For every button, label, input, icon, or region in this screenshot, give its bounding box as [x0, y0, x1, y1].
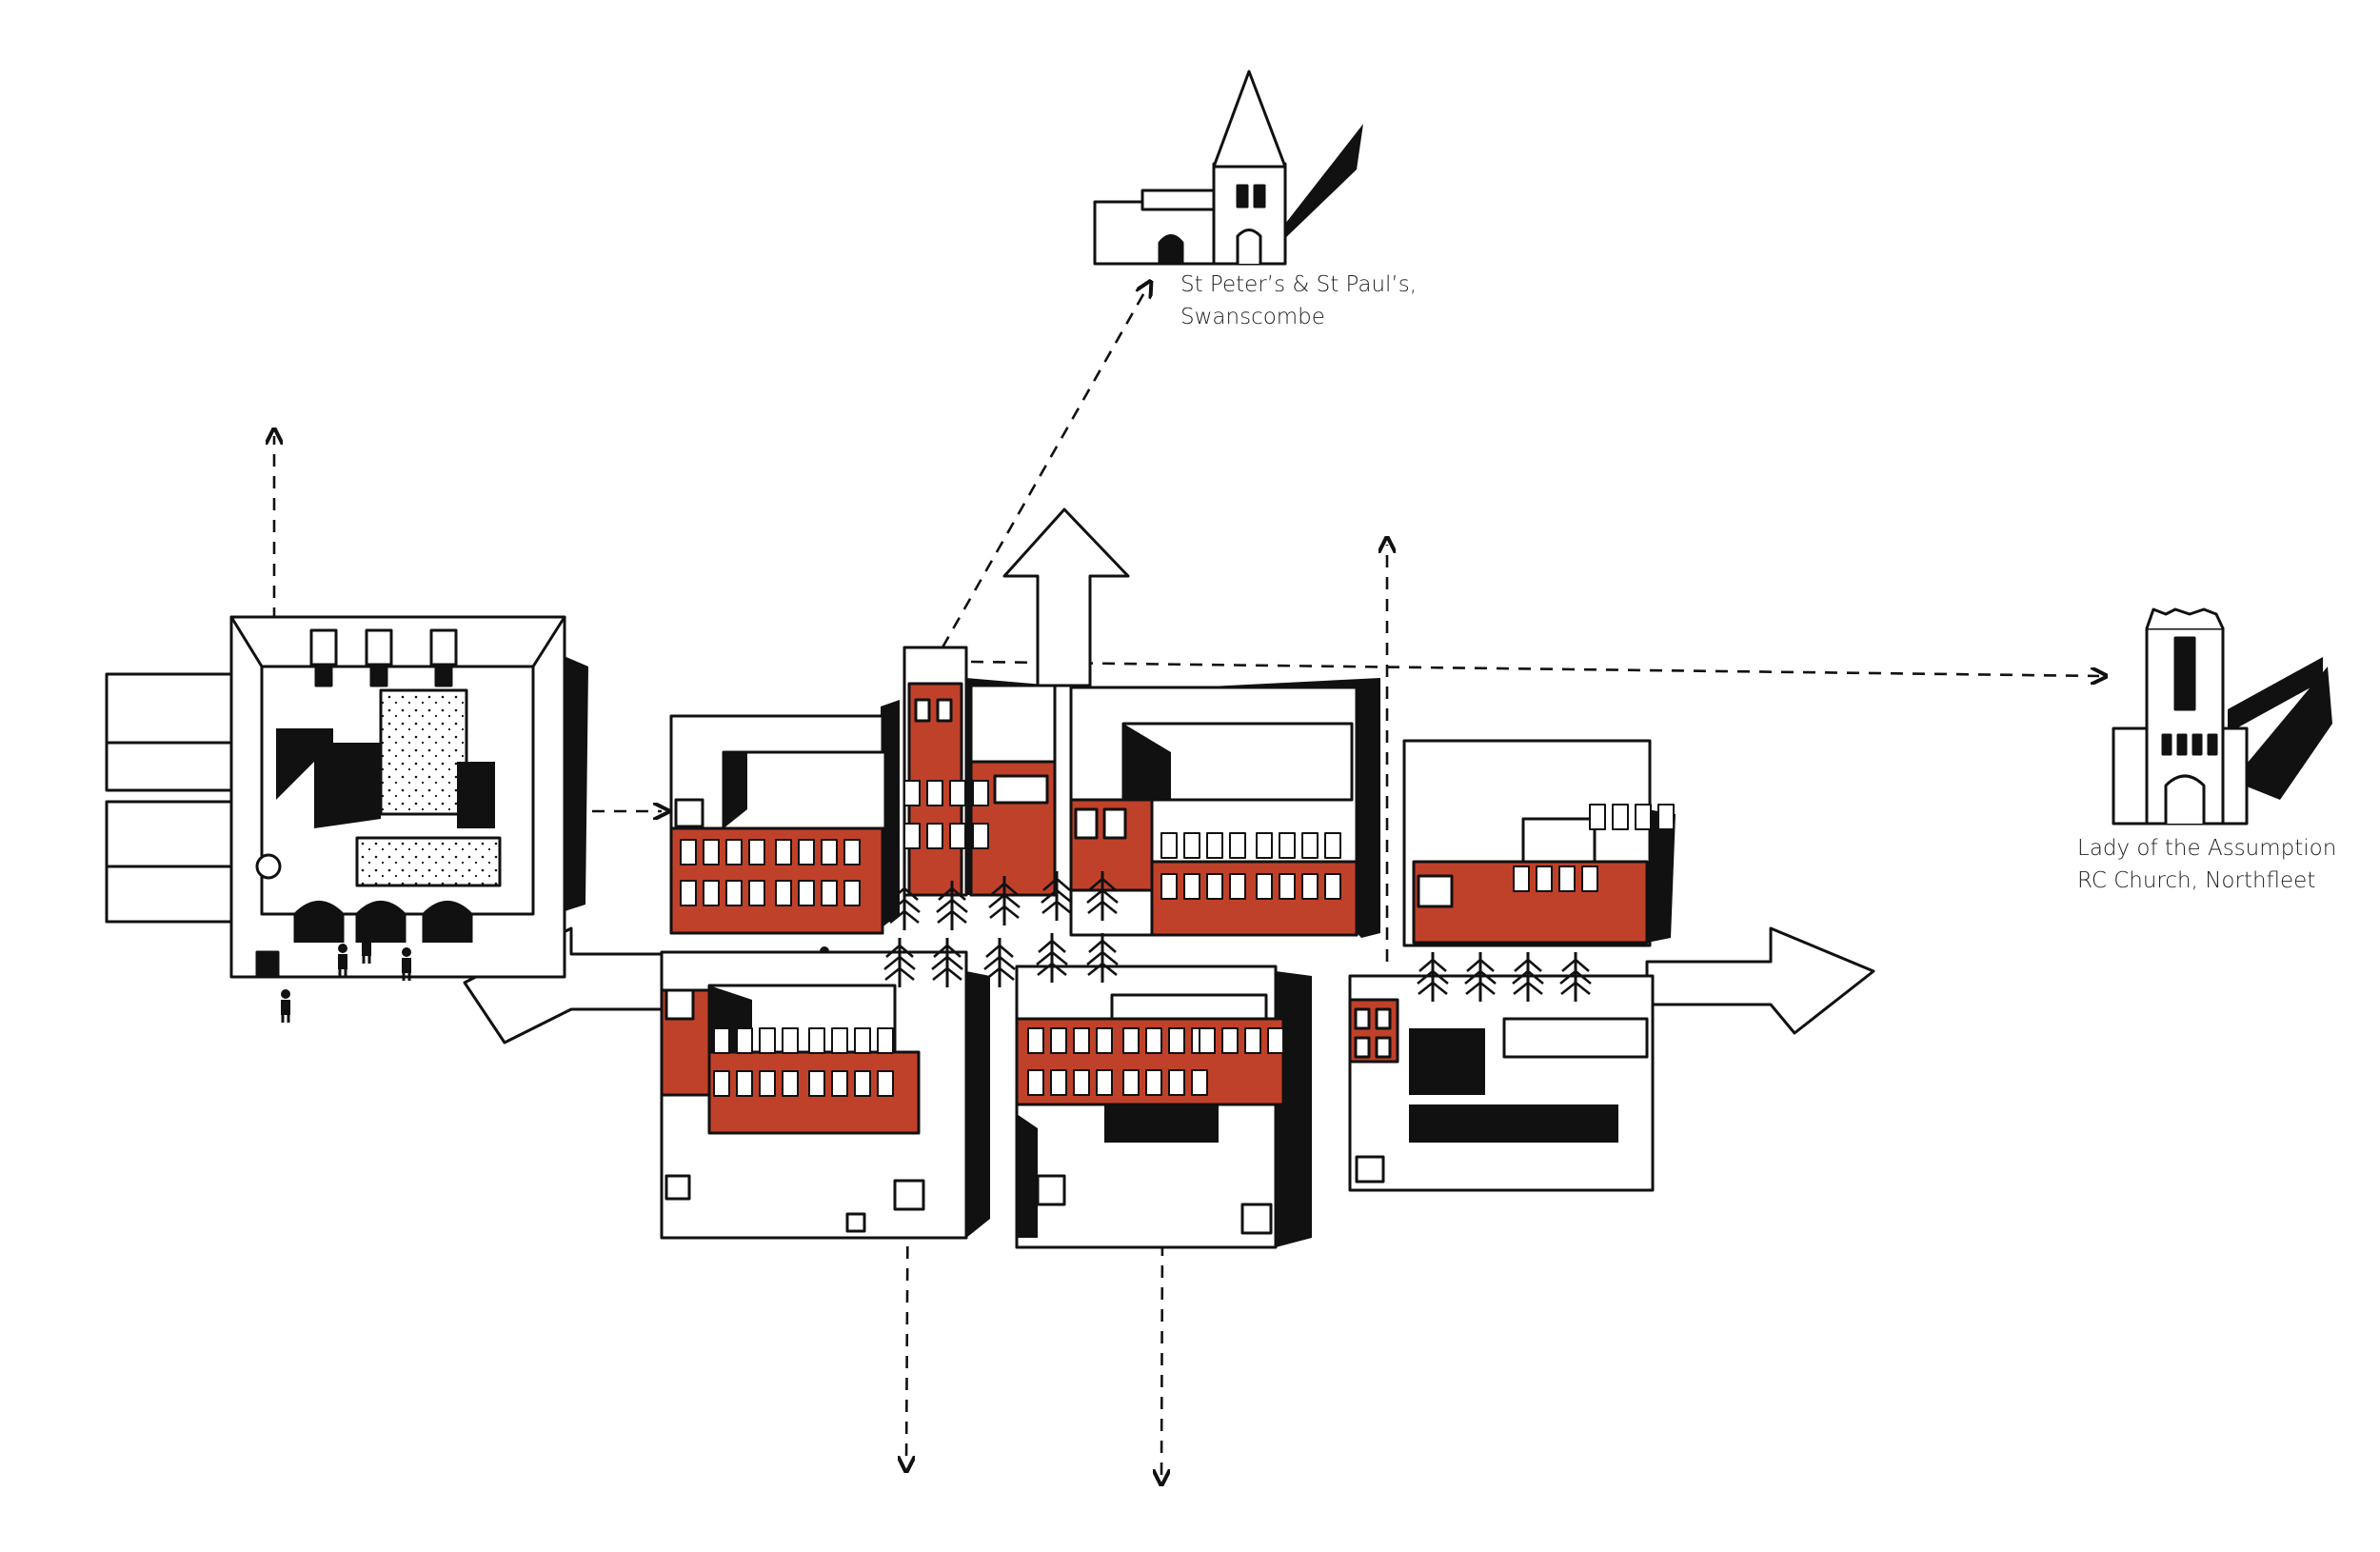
east-hollow-arrow [1645, 926, 1875, 1035]
housing-block-f [1348, 974, 1655, 1192]
housing-block-e [1015, 965, 1312, 1249]
west-civic-block [105, 615, 588, 979]
label-st-peters-line2: Swanscombe [1180, 305, 1325, 329]
axis-to-northfleet [970, 660, 2099, 676]
central-housing-cluster [660, 646, 1676, 1249]
west-hollow-arrow [463, 926, 668, 1045]
housing-block-c [1402, 739, 1676, 947]
church-spire-icon [1093, 70, 1363, 266]
axis-to-st-peters [941, 288, 1147, 648]
label-lady-assumption-line2: RC Church, Northfleet [2077, 868, 2316, 893]
tower-block [902, 646, 1057, 897]
label-st-peters-line1: St Peter’s & St Paul’s, [1180, 272, 1418, 297]
person-figure-icon [279, 987, 292, 1025]
housing-block-a [669, 700, 900, 935]
label-lady-assumption-northfleet: Lady of the Assumption RC Church, Northf… [2077, 832, 2336, 897]
housing-block-b [1069, 678, 1380, 938]
movement-arrows [463, 507, 1875, 1045]
church-tower-icon [2112, 607, 2332, 826]
north-hollow-arrow [1002, 507, 1130, 687]
label-st-peters-swanscombe: St Peter’s & St Paul’s, Swanscombe [1180, 269, 1417, 333]
label-lady-assumption-line1: Lady of the Assumption [2077, 836, 2337, 861]
housing-block-d [660, 950, 990, 1240]
